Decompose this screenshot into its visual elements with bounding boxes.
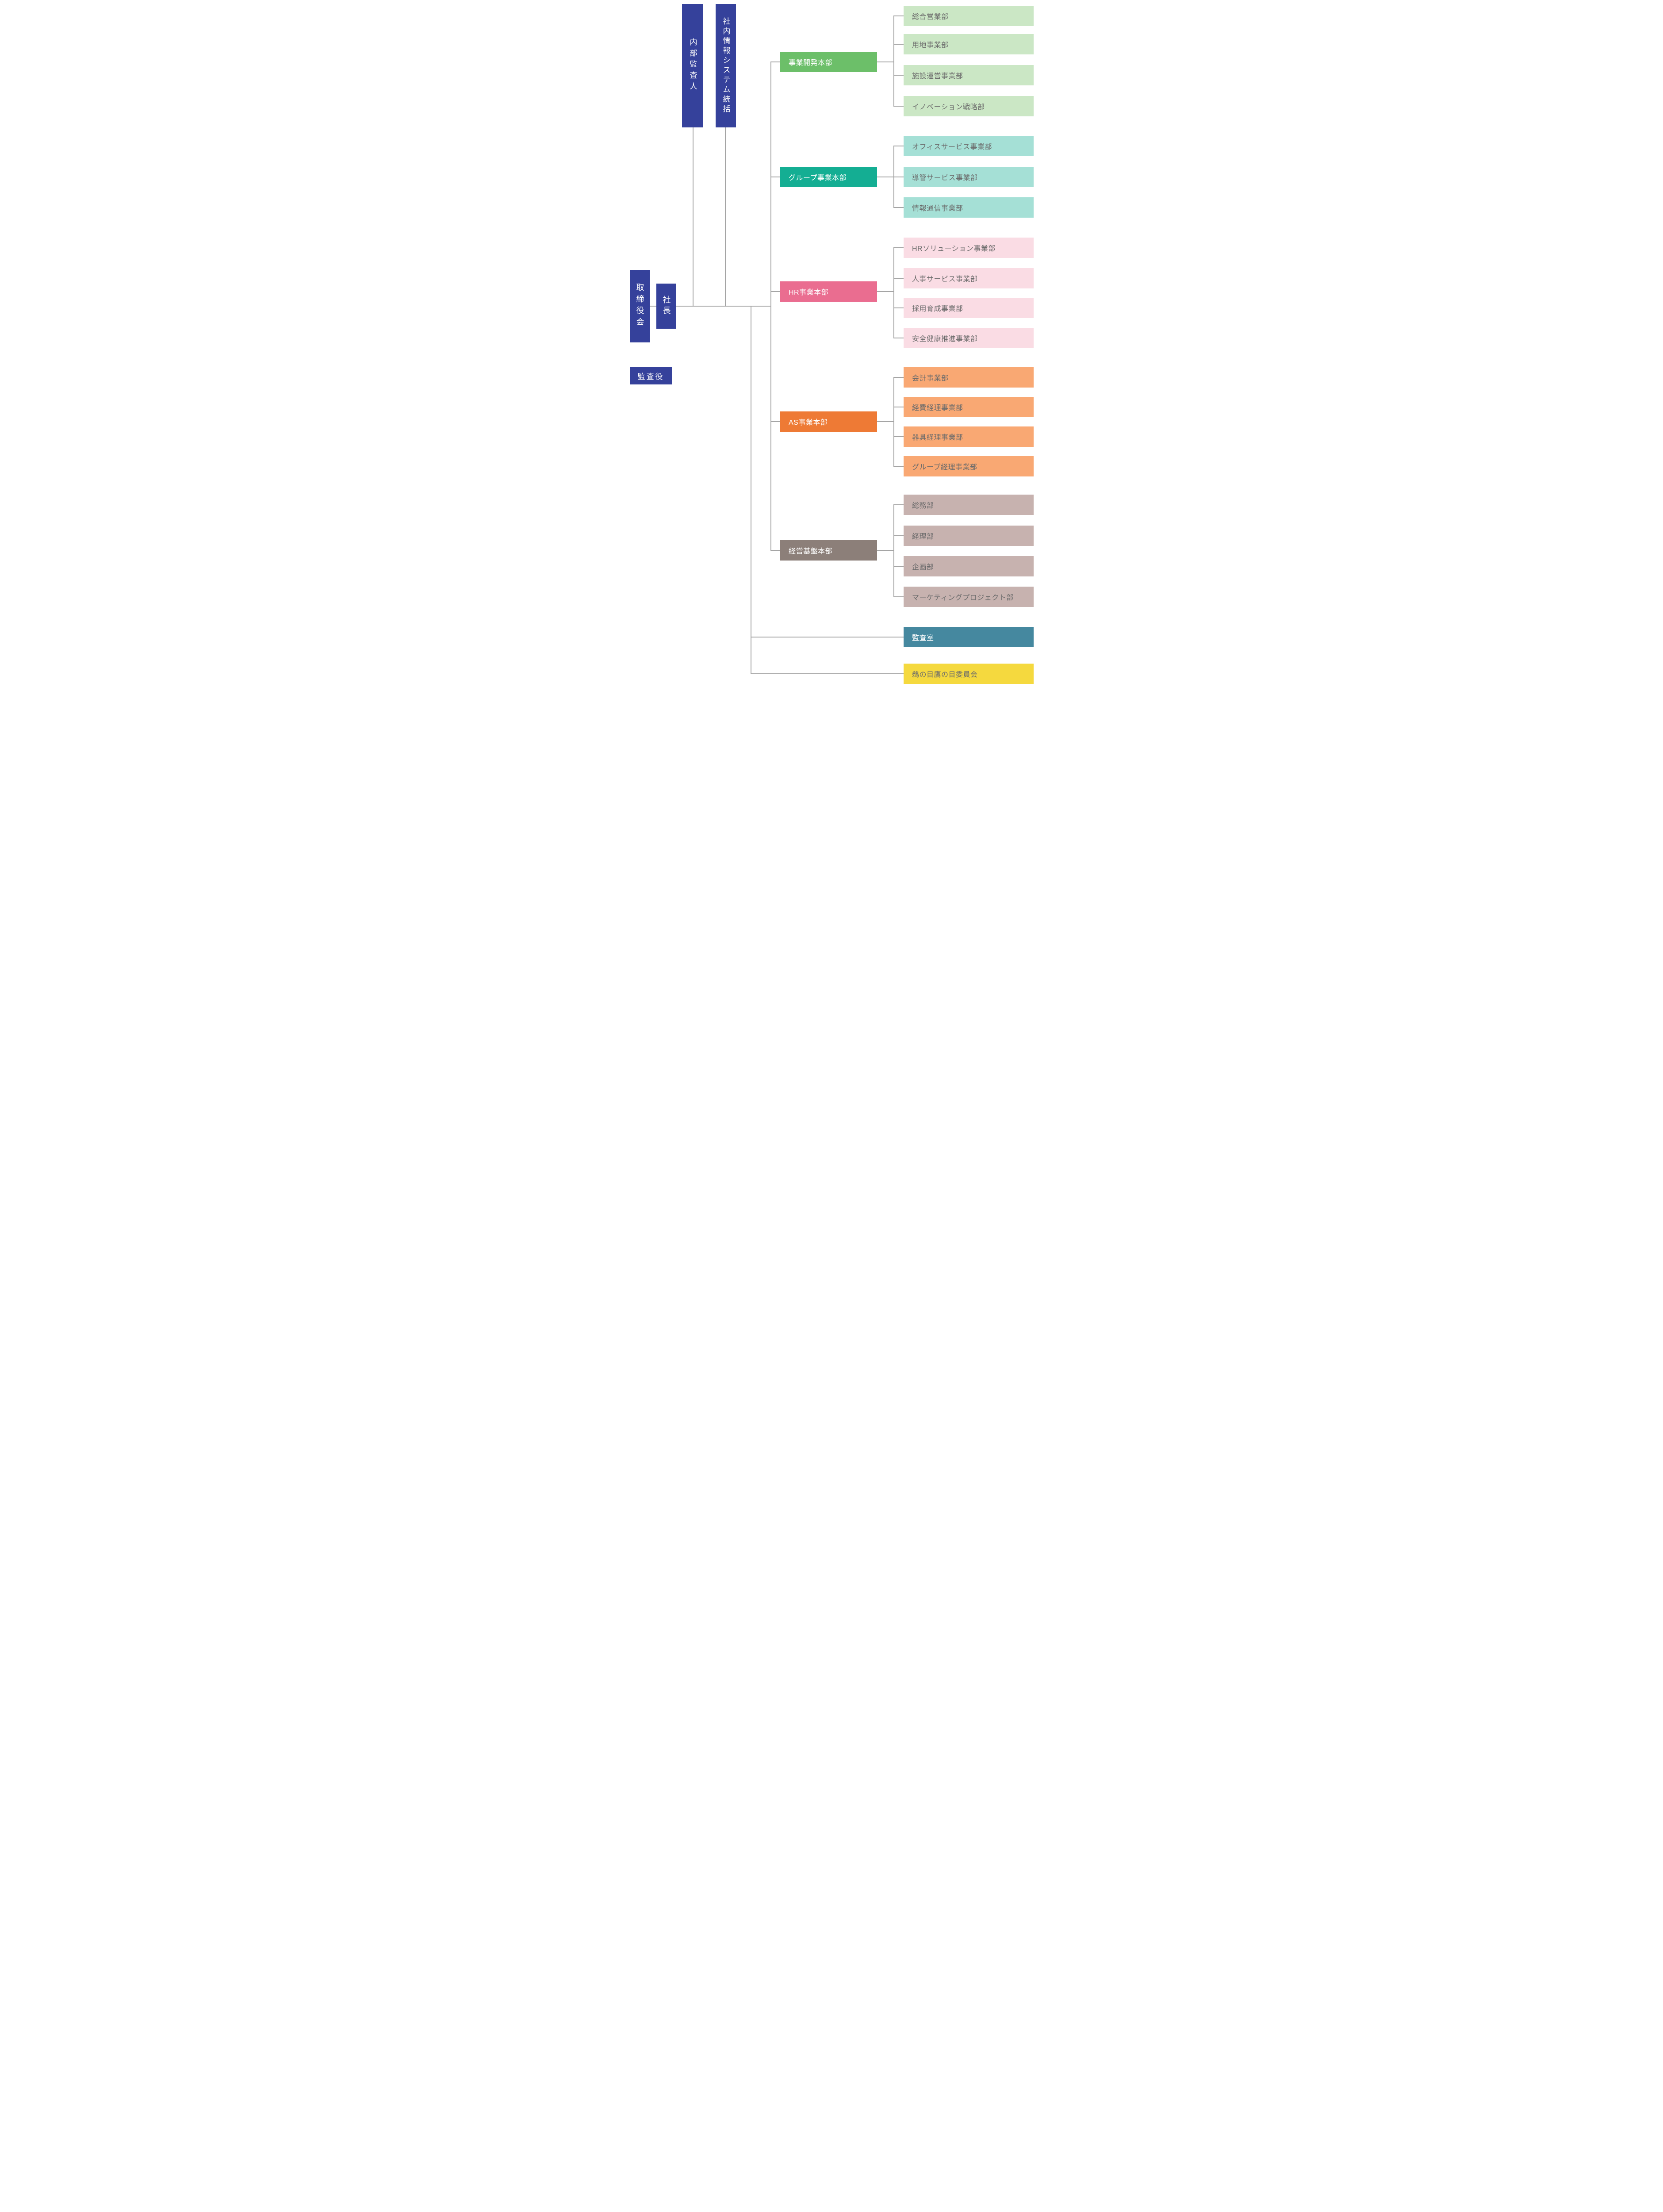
division-as-business: AS事業本部: [780, 411, 877, 432]
dept-label: 企画部: [912, 564, 934, 571]
division-business-development: 事業開発本部: [780, 52, 877, 72]
dept-box: HRソリューション事業部: [904, 238, 1034, 258]
connector-dept-stub: [893, 207, 904, 208]
connector-bracket: [893, 15, 894, 107]
dept-label: HRソリューション事業部: [912, 245, 996, 253]
connector-internal-it-drop: [725, 127, 726, 307]
dept-box: 企画部: [904, 556, 1034, 576]
dept-label: 総務部: [912, 502, 934, 510]
internal-auditor-box: 内部監査人: [682, 4, 703, 127]
dept-box: 情報通信事業部: [904, 197, 1034, 218]
division-label: グループ事業本部: [789, 174, 847, 182]
connector-dept-stub: [893, 466, 904, 467]
dept-box: 施設運営事業部: [904, 65, 1034, 85]
board-of-directors-box: 取締役会: [630, 270, 650, 342]
connector-dept-stub: [893, 535, 904, 536]
dept-box: 総合営業部: [904, 6, 1034, 26]
connector-division-out: [877, 61, 894, 62]
internal-it-box: 社内情報システム統括: [716, 4, 736, 127]
dept-box: グループ経理事業部: [904, 456, 1034, 476]
division-label: AS事業本部: [789, 419, 828, 426]
audit-office-label: 監査室: [912, 634, 934, 642]
dept-label: 情報通信事業部: [912, 205, 963, 212]
dept-box: 安全健康推進事業部: [904, 328, 1034, 348]
auditor-label: 監査役: [637, 372, 664, 381]
committee-label: 鵜の目鷹の目委員会: [912, 671, 978, 679]
division-management-foundation: 経営基盤本部: [780, 540, 877, 561]
dept-label: 人事サービス事業部: [912, 276, 978, 283]
organization-chart: 取締役会 社長 監査役 内部監査人 社内情報システム統括 事業開発本部 グループ…: [624, 0, 1039, 686]
connector-dept-stub: [893, 566, 904, 567]
dept-box: 用地事業部: [904, 34, 1034, 54]
dept-box: 採用育成事業部: [904, 298, 1034, 318]
dept-label: マーケティングプロジェクト部: [912, 594, 1014, 602]
dept-box: マーケティングプロジェクト部: [904, 587, 1034, 607]
connector-division-branch: [770, 421, 781, 422]
connector-committee-branch: [751, 673, 904, 674]
connector-board-president: [650, 306, 656, 307]
division-hr-business: HR事業本部: [780, 281, 877, 302]
auditor-box: 監査役: [630, 367, 672, 384]
dept-label: 安全健康推進事業部: [912, 335, 978, 343]
connector-bracket: [893, 247, 894, 338]
dept-label: 経理部: [912, 533, 934, 541]
connector-division-branch: [770, 550, 781, 551]
connector-dept-stub: [893, 247, 904, 248]
dept-label: 総合営業部: [912, 13, 949, 21]
dept-label: 器具経理事業部: [912, 434, 963, 442]
dept-box: 会計事業部: [904, 367, 1034, 388]
division-label: HR事業本部: [789, 289, 829, 296]
dept-label: 経費経理事業部: [912, 404, 963, 412]
dept-label: 用地事業部: [912, 42, 949, 49]
board-of-directors-label: 取締役会: [635, 283, 644, 329]
dept-box: 器具経理事業部: [904, 426, 1034, 447]
dept-label: 施設運営事業部: [912, 73, 963, 80]
dept-box: イノベーション戦略部: [904, 96, 1034, 116]
connector-trunk: [770, 61, 771, 551]
connector-dept-stub: [893, 15, 904, 16]
audit-office-box: 監査室: [904, 627, 1034, 647]
connector-division-branch: [770, 291, 781, 292]
dept-box: オフィスサービス事業部: [904, 136, 1034, 156]
connector-division-out: [877, 291, 894, 292]
connector-dept-stub: [893, 504, 904, 505]
president-box: 社長: [656, 284, 676, 329]
dept-box: 経費経理事業部: [904, 397, 1034, 417]
president-label: 社長: [662, 296, 671, 317]
connector-internal-auditor-drop: [693, 127, 694, 307]
connector-dept-stub: [893, 75, 904, 76]
dept-label: 会計事業部: [912, 375, 949, 382]
dept-label: 導管サービス事業部: [912, 174, 978, 182]
connector-dept-stub: [893, 307, 904, 308]
internal-it-label: 社内情報システム統括: [721, 17, 730, 115]
dept-box: 総務部: [904, 495, 1034, 515]
dept-box: 導管サービス事業部: [904, 167, 1034, 187]
dept-label: オフィスサービス事業部: [912, 143, 992, 151]
connector-dept-stub: [893, 377, 904, 378]
dept-box: 経理部: [904, 526, 1034, 546]
connector-division-branch: [770, 61, 781, 62]
committee-box: 鵜の目鷹の目委員会: [904, 664, 1034, 684]
internal-auditor-label: 内部監査人: [688, 38, 697, 93]
division-label: 経営基盤本部: [789, 548, 833, 555]
connector-dept-stub: [893, 106, 904, 107]
connector-president-trunk: [676, 306, 771, 307]
connector-dept-stub: [893, 278, 904, 279]
connector-division-out: [877, 421, 894, 422]
connector-dept-stub: [893, 44, 904, 45]
division-label: 事業開発本部: [789, 59, 833, 67]
division-group-business: グループ事業本部: [780, 167, 877, 187]
dept-label: イノベーション戦略部: [912, 104, 985, 111]
dept-label: グループ経理事業部: [912, 464, 977, 471]
dept-label: 採用育成事業部: [912, 305, 963, 313]
connector-bracket: [893, 504, 894, 597]
connector-dept-stub: [893, 436, 904, 437]
connector-bracket: [893, 377, 894, 467]
dept-box: 人事サービス事業部: [904, 268, 1034, 288]
connector-dept-stub: [893, 596, 904, 597]
connector-division-out: [877, 550, 894, 551]
